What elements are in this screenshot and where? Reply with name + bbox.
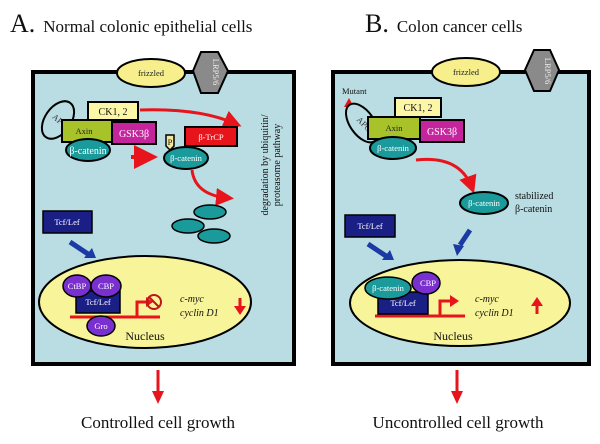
arrow-tcf-to-nucleus-b [366, 241, 388, 259]
up-arrow-icon [531, 297, 543, 306]
outcome-a: Controlled cell growth [81, 413, 235, 432]
gene-cyclind1-b: cyclin D1 [475, 308, 514, 319]
beta-catenin-tagged-label: β-catenin [170, 153, 202, 163]
panel-a-title: Normal colonic epithelial cells [43, 17, 252, 36]
degraded-fragment [193, 204, 227, 220]
arrow-head-blue-b2 [453, 244, 464, 256]
mutant-label: Mutant [342, 86, 367, 96]
outcome-b: Uncontrolled cell growth [373, 413, 544, 432]
down-arrow-icon [234, 306, 246, 315]
ctbp-label: CtBP [68, 281, 87, 291]
frizzled-receptor-a [116, 58, 186, 88]
outcome-arrow-b [451, 391, 463, 404]
nucleus-label-a: Nucleus [125, 329, 165, 343]
gro-label: Gro [94, 321, 107, 331]
cbp-protein-b [411, 271, 441, 295]
nucleus-label-b: Nucleus [433, 329, 473, 343]
panel-b-letter: B. [365, 9, 389, 38]
beta-catenin-nuclear [364, 276, 412, 300]
lrp-label-a: LRP5/6 [211, 59, 221, 85]
arrow-bcat-to-nucleus [457, 228, 473, 247]
arrow-head-blue-a [84, 248, 96, 258]
ck1-label-a: CK1, 2 [99, 107, 128, 118]
arrow-ck1-to-degradation [139, 108, 242, 128]
tcf-lef-cytoplasmic-a [42, 210, 93, 234]
frizzled-receptor-b [431, 57, 501, 87]
outcome-arrow-a [152, 391, 164, 404]
beta-catenin-complex-a [65, 138, 111, 162]
frizzled-label-a: frizzled [138, 68, 165, 78]
gro-protein [86, 315, 116, 337]
beta-catenin-complex-b [369, 136, 417, 160]
tcf-lef-nuc-label-a: Tcf/Lef [85, 297, 111, 307]
gsk3b-label-b: GSK3β [427, 127, 457, 138]
svg-text:A. Normal colonic epithe: A. Normal colonic epithelial cells [10, 9, 252, 38]
tcf-lef-cytoplasmic-b [344, 214, 396, 238]
svg-text:B. Colon cancer cells: B. Colon cancer cells [365, 9, 522, 38]
gsk3b-label-a: GSK3β [119, 129, 149, 140]
panel-a-letter: A. [10, 9, 35, 38]
cbp-label-a: CBP [98, 281, 114, 291]
arrow-head-blue-b1 [382, 250, 394, 260]
panel-b: B. Colon cancer cells frizzled LRP5/6 Mu… [331, 9, 591, 432]
tcf-lef-cyto-label-a: Tcf/Lef [54, 217, 80, 227]
cbp-protein-a [90, 274, 122, 298]
gene-cmyc-b: c-myc [475, 294, 499, 305]
frizzled-label-b: frizzled [453, 67, 480, 77]
promoter-arrow-b [438, 299, 450, 316]
beta-catenin-nuclear-label: β-catenin [372, 283, 404, 293]
gene-cyclind1-a: cyclin D1 [180, 308, 219, 319]
arrow-to-degradation [190, 169, 234, 206]
degradation-text-line2: proteasome pathway [272, 124, 283, 206]
degraded-fragment [171, 218, 205, 234]
cbp-label-b: CBP [420, 278, 436, 288]
gsk3b-protein-b [419, 119, 465, 143]
promoter-arrow-a [135, 300, 146, 317]
lrp-label-b: LRP5/6 [543, 58, 553, 84]
beta-catenin-tagged [163, 146, 209, 170]
promoter-arrowhead-b [450, 295, 459, 307]
axin-label-a: Axin [76, 126, 94, 136]
arrow-tcf-to-nucleus-a [68, 239, 90, 257]
panel-b-title: Colon cancer cells [397, 17, 523, 36]
inhibition-icon [146, 294, 162, 310]
beta-catenin-stabilized [459, 191, 509, 215]
panel-a: A. Normal colonic epithelial cells frizz… [10, 9, 296, 432]
btrcp-label: β-TrCP [198, 132, 224, 142]
beta-catenin-complex-label-b: β-catenin [377, 143, 409, 153]
tcf-lef-cyto-label-b: Tcf/Lef [357, 221, 383, 231]
gene-cmyc-a: c-myc [180, 294, 204, 305]
phosphate-label: P [168, 137, 173, 147]
tcf-lef-nuc-label-b: Tcf/Lef [390, 298, 416, 308]
stabilized-text-line1: stabilized [515, 191, 553, 202]
lrp-coreceptor-b [523, 49, 561, 92]
degradation-text-line1: degradation by ubiquitin/ [260, 114, 271, 215]
stabilized-text-line2: β-catenin [515, 204, 552, 215]
inhibition-slash [148, 296, 160, 308]
ck1-label-b: CK1, 2 [404, 103, 433, 114]
beta-catenin-complex-label-a: β-catenin [69, 146, 106, 157]
axin-label-b: Axin [386, 123, 404, 133]
arrow-to-stabilized [415, 157, 477, 194]
btrcp-protein [184, 126, 238, 147]
gsk3b-protein-a [111, 121, 157, 145]
phosphate-tag [165, 134, 175, 152]
degraded-fragment [197, 228, 231, 244]
lrp-coreceptor-a [191, 51, 230, 94]
beta-catenin-stabilized-label: β-catenin [468, 198, 500, 208]
